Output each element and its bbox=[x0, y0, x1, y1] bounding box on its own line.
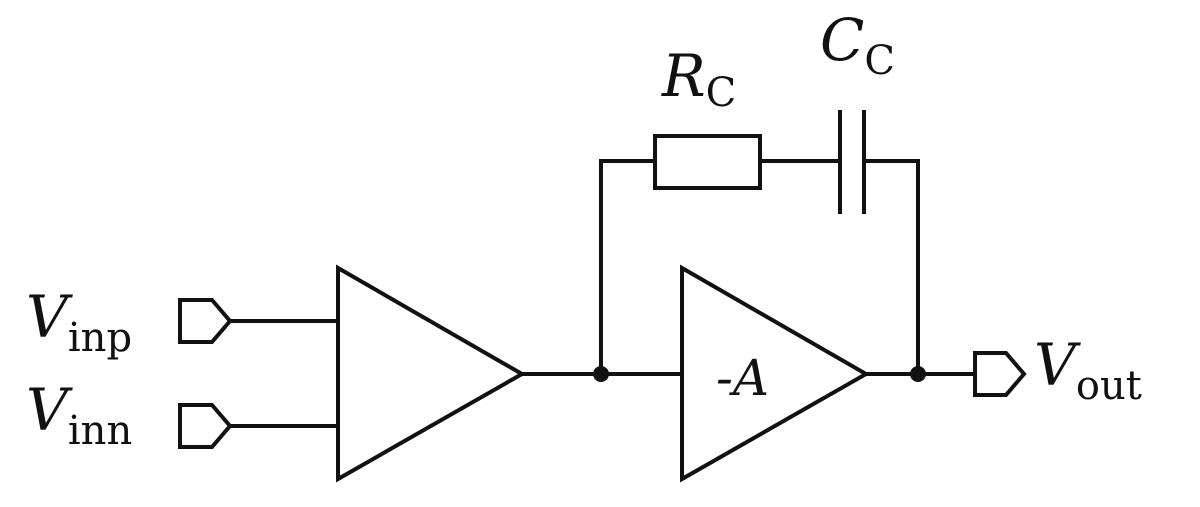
feedback-left-wire bbox=[599, 159, 655, 374]
first-stage-amplifier bbox=[336, 264, 527, 483]
cc-label: CC bbox=[820, 6, 895, 84]
vinn-port bbox=[178, 403, 233, 449]
gain-label: -A bbox=[716, 349, 769, 407]
second-stage-amplifier bbox=[680, 264, 871, 483]
compensation-resistor bbox=[653, 134, 762, 190]
feedback-right-wire bbox=[864, 159, 920, 374]
vinn-label: Vinn bbox=[26, 376, 132, 454]
rc-label: RC bbox=[661, 42, 736, 116]
vout-label: Vout bbox=[1034, 331, 1142, 409]
vinp-port bbox=[178, 298, 233, 344]
junction-node-input bbox=[593, 366, 609, 382]
vout-port bbox=[973, 351, 1027, 397]
junction-node-output bbox=[910, 366, 926, 382]
vinp-label: Vinp bbox=[26, 283, 132, 361]
